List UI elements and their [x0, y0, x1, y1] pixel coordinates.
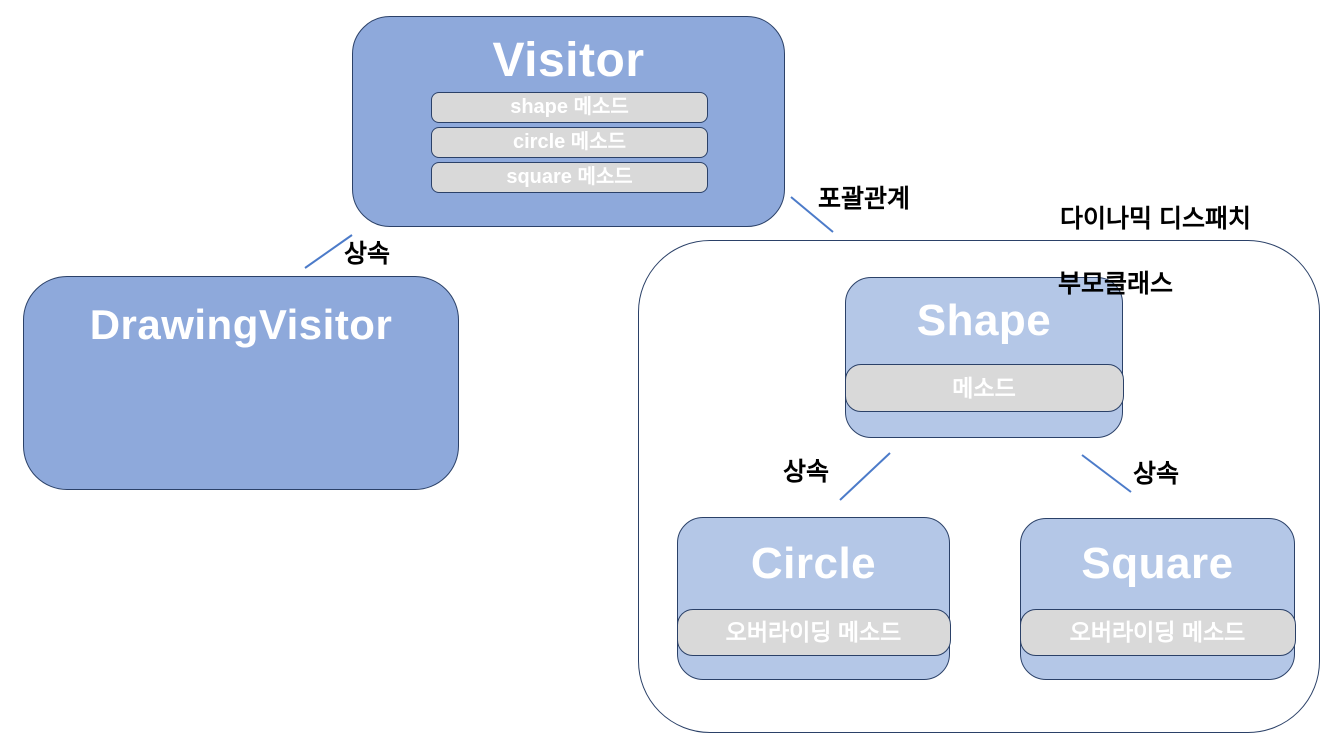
- parent-class-label: 부모클래스: [1058, 270, 1174, 298]
- inheritance-label-circle: 상속: [783, 458, 830, 486]
- shape-method-bar: 메소드: [844, 364, 1124, 412]
- shape-class-box: Shape 메소드: [844, 277, 1124, 438]
- visitor-class-title: Visitor: [492, 34, 645, 87]
- drawing-visitor-class-box: DrawingVisitor: [23, 276, 459, 490]
- containment-relation-label: 포괄관계: [818, 185, 911, 213]
- square-class-title: Square: [1081, 539, 1234, 588]
- square-overriding-method-bar: 오버라이딩 메소드: [1019, 609, 1296, 656]
- dynamic-dispatch-group-container: [638, 240, 1320, 733]
- circle-class-title: Circle: [750, 539, 877, 588]
- visitor-shape-method-bar: shape 메소드: [431, 92, 708, 123]
- square-class-box: Square 오버라이딩 메소드: [1019, 518, 1296, 680]
- visitor-circle-method-bar: circle 메소드: [431, 127, 708, 158]
- dynamic-dispatch-label: 다이나믹 디스패치: [1060, 205, 1251, 233]
- inheritance-label-drawingvisitor: 상속: [344, 240, 391, 268]
- inheritance-label-square: 상속: [1133, 460, 1180, 488]
- visitor-square-method-bar: square 메소드: [431, 162, 708, 193]
- circle-overriding-method-bar: 오버라이딩 메소드: [676, 609, 951, 656]
- drawing-visitor-class-title: DrawingVisitor: [89, 301, 393, 348]
- circle-class-box: Circle 오버라이딩 메소드: [676, 517, 951, 680]
- visitor-class-box: Visitor shape 메소드 circle 메소드 square 메소드: [352, 16, 785, 227]
- shape-class-title: Shape: [916, 296, 1052, 345]
